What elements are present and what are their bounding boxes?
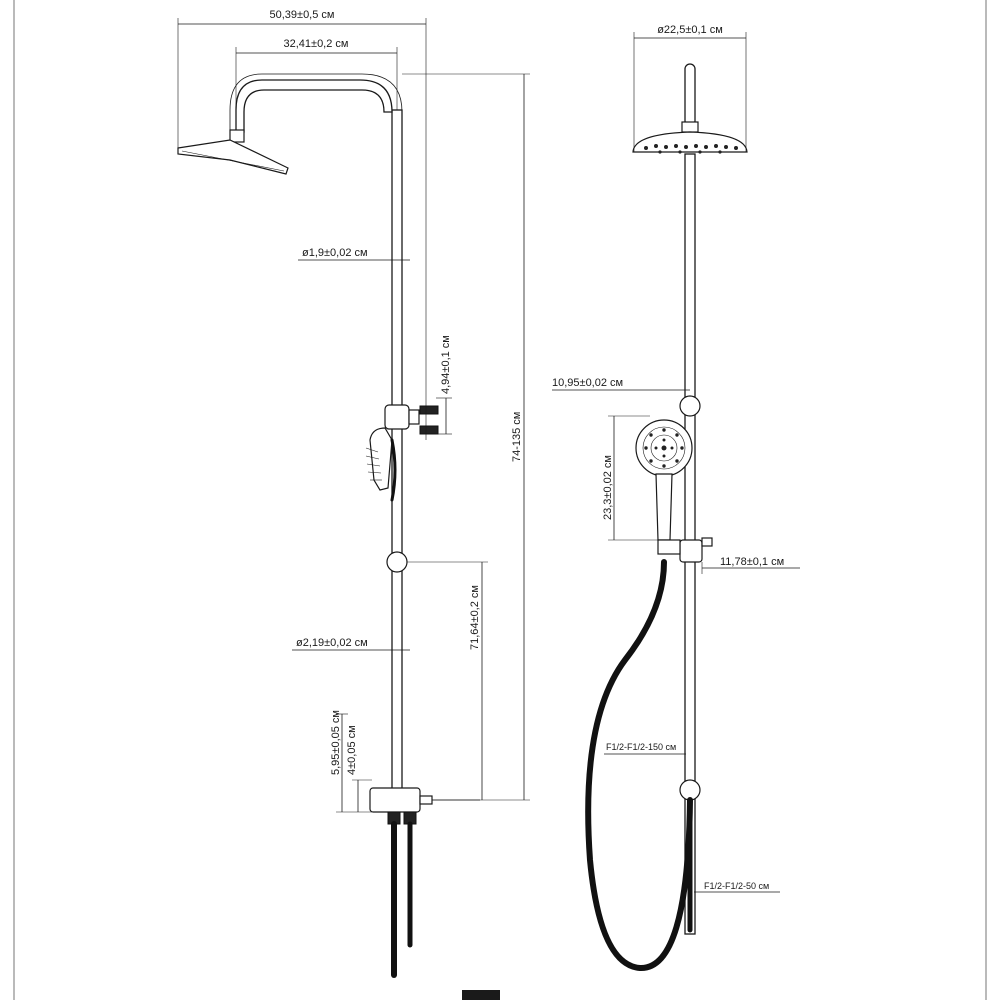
- dim-upper-pipe-diameter: ø1,9±0,02 см: [302, 247, 368, 259]
- front-upper-support: [679, 395, 701, 417]
- dim-pipe-length: 71,64±0,2 см: [469, 585, 481, 650]
- front-hand-shower-nozzles: [644, 428, 684, 468]
- front-slide-holder: [679, 539, 703, 563]
- dim-hand-shower-length: 23,3±0,02 см: [602, 455, 614, 520]
- label-hose-long: F1/2-F1/2-150 см: [606, 742, 676, 752]
- front-lower-support: [679, 779, 701, 801]
- dim-height-range: 74-135 см: [511, 412, 523, 462]
- front-view: ø22,5±0,1 см 10,95±0,02 см 23,3±0,02 см …: [552, 24, 800, 972]
- page-marker: [462, 990, 500, 1000]
- side-hand-shower: [369, 427, 393, 491]
- front-hand-shower-handle: [655, 473, 673, 541]
- side-mixer-body: [369, 787, 421, 813]
- side-slide-holder: [384, 404, 410, 430]
- side-overhead-arm: [235, 79, 393, 133]
- side-holder-bracket: [408, 409, 420, 425]
- label-hose-short: F1/2-F1/2-50 см: [704, 881, 769, 891]
- side-head-connector: [229, 129, 245, 143]
- dim-mixer-height: 5,95±0,05 см: [330, 710, 342, 775]
- front-rain-head-nozzles: [644, 144, 738, 154]
- side-rain-head: [177, 139, 289, 175]
- dim-head-diameter: ø22,5±0,1 см: [657, 24, 723, 36]
- dim-slider-offset: 10,95±0,02 см: [552, 377, 623, 389]
- dim-holder-width: 11,78±0,1 см: [720, 556, 784, 568]
- front-top-pipe: [684, 63, 696, 127]
- side-lower-support: [386, 551, 408, 573]
- dim-holder-height: 4,94±0,1 см: [440, 335, 452, 394]
- dim-inlet-height: 4±0,05 см: [346, 725, 358, 775]
- dim-lower-pipe-diameter: ø2,19±0,02 см: [296, 637, 368, 649]
- front-rain-head: [632, 131, 748, 153]
- front-hose-long: [585, 559, 693, 972]
- dim-arm-reach: 32,41±0,2 см: [284, 38, 349, 50]
- dim-overall-width: 50,39±0,5 см: [270, 9, 335, 21]
- side-view: 50,39±0,5 см 32,41±0,2 см ø1,9±0,02 см 4…: [177, 9, 530, 978]
